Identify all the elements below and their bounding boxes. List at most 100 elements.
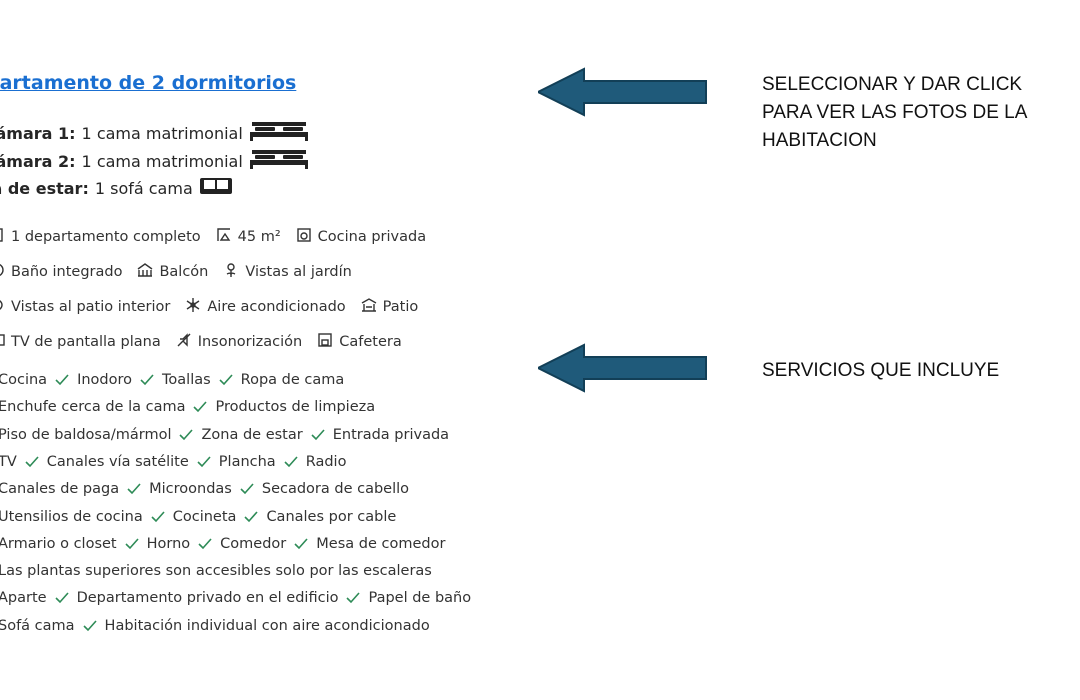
amenity-row: Las plantas superiores son accesibles so… bbox=[0, 563, 432, 579]
facility-item: Baño integrado bbox=[0, 261, 122, 283]
check-icon bbox=[232, 483, 262, 495]
apartment-icon bbox=[0, 226, 11, 248]
amenity-item: Horno bbox=[117, 535, 191, 552]
amenity-label: Canales de paga bbox=[0, 481, 120, 498]
soundproof-icon bbox=[175, 331, 198, 353]
check-icon bbox=[47, 592, 77, 604]
facility-item: Balcón bbox=[136, 261, 208, 283]
select-room-note: SELECCIONAR Y DAR CLICK PARA VER LAS FOT… bbox=[762, 74, 1028, 151]
amenity-item: Productos de limpieza bbox=[185, 399, 375, 415]
facility-item: Cocina privada bbox=[295, 226, 426, 248]
facility-item: 45 m² bbox=[215, 226, 281, 248]
facility-row: TV de pantalla plana Insonorización Cafete… bbox=[0, 331, 416, 353]
amenity-item: Cocineta bbox=[143, 508, 237, 525]
double-bed-icon bbox=[243, 148, 309, 174]
amenity-row: TV Canales vía satélite Plancha Radio bbox=[0, 454, 346, 470]
amenity-label: Aparte bbox=[0, 590, 47, 607]
check-icon bbox=[338, 592, 368, 604]
amenity-item: Canales por cable bbox=[236, 509, 396, 525]
view-icon bbox=[0, 296, 11, 318]
amenity-item: Papel de baño bbox=[338, 590, 471, 606]
facility-label: Insonorización bbox=[197, 334, 303, 350]
facility-label: Cocina privada bbox=[317, 229, 427, 245]
amenity-label: Secadora de cabello bbox=[261, 481, 410, 498]
facility-label: Cafetera bbox=[339, 334, 402, 350]
amenity-item: Radio bbox=[276, 453, 347, 470]
facility-item: 1 departamento completo bbox=[0, 226, 201, 248]
room-label: la de estar: bbox=[0, 178, 89, 198]
facility-item: Vistas al patio interior bbox=[0, 296, 170, 318]
facility-item: TV de pantalla plana bbox=[0, 331, 161, 353]
facility-row: Vistas al patio interior Aire acondiciona… bbox=[0, 296, 432, 318]
amenity-item: Las plantas superiores son accesibles so… bbox=[0, 563, 432, 579]
kitchen-icon bbox=[295, 226, 318, 248]
amenity-item: Habitación individual con aire acondicio… bbox=[75, 618, 430, 634]
bed-configuration-line: cámara 1:1 cama matrimonial bbox=[0, 120, 309, 146]
amenity-item: Canales vía satélite bbox=[17, 454, 189, 470]
room-title-link[interactable]: partamento de 2 dormitorios bbox=[0, 72, 297, 94]
facility-label: Vistas al jardín bbox=[245, 264, 352, 280]
room-label: cámara 1: bbox=[0, 123, 76, 143]
amenity-label: Cocina bbox=[0, 372, 48, 388]
facility-row: 1 departamento completo 45 m² Cocina priva… bbox=[0, 226, 440, 248]
amenity-label: Habitación individual con aire acondicio… bbox=[104, 617, 430, 634]
bed-value: 1 sofá cama bbox=[94, 178, 193, 198]
check-icon bbox=[171, 429, 201, 441]
amenity-label: Piso de baldosa/mármol bbox=[0, 426, 172, 443]
amenity-label: Utensilios de cocina bbox=[0, 508, 143, 525]
check-icon bbox=[189, 456, 219, 468]
facility-label: Balcón bbox=[159, 264, 209, 280]
check-icon bbox=[17, 456, 47, 468]
check-icon bbox=[190, 538, 220, 550]
snowflake-icon bbox=[184, 296, 207, 318]
amenity-item: Zona de estar bbox=[171, 426, 303, 443]
facility-item: Insonorización bbox=[175, 331, 303, 353]
amenity-label: Mesa de comedor bbox=[316, 535, 446, 552]
amenity-item: Canales de paga bbox=[0, 481, 119, 497]
check-icon bbox=[236, 510, 266, 523]
check-icon bbox=[276, 456, 306, 468]
amenity-label: TV bbox=[0, 453, 17, 470]
amenity-label: Las plantas superiores son accesibles so… bbox=[0, 563, 432, 580]
bed-configuration-line: cámara 2:1 cama matrimonial bbox=[0, 148, 309, 174]
tv-icon bbox=[0, 331, 11, 353]
check-icon bbox=[211, 374, 241, 386]
check-icon bbox=[143, 510, 173, 523]
amenity-label: Radio bbox=[305, 453, 347, 470]
amenity-item: Piso de baldosa/mármol bbox=[0, 427, 171, 443]
check-icon bbox=[286, 538, 316, 550]
amenity-item: Comedor bbox=[190, 536, 286, 552]
amenity-label: Plancha bbox=[218, 453, 276, 470]
amenity-item: Microondas bbox=[119, 481, 232, 497]
bed-value: 1 cama matrimonial bbox=[81, 151, 243, 171]
amenity-item: Mesa de comedor bbox=[286, 536, 445, 552]
amenity-item: Inodoro bbox=[47, 372, 132, 388]
facility-label: Aire acondicionado bbox=[207, 299, 346, 315]
amenity-label: Comedor bbox=[220, 535, 287, 552]
amenity-label: Zona de estar bbox=[201, 426, 303, 443]
arrow-left-icon-1 bbox=[538, 67, 707, 117]
facility-item: Cafetera bbox=[316, 331, 402, 353]
amenity-label: Cocineta bbox=[172, 508, 237, 525]
double-bed-icon bbox=[243, 120, 309, 146]
services-note: SERVICIOS QUE INCLUYE bbox=[762, 360, 1000, 381]
flower-icon bbox=[222, 261, 245, 283]
check-icon bbox=[132, 374, 162, 386]
facility-item: Aire acondicionado bbox=[184, 296, 346, 318]
bathroom-icon bbox=[0, 261, 11, 283]
amenity-label: Canales vía satélite bbox=[46, 453, 189, 470]
amenity-label: Inodoro bbox=[77, 372, 133, 388]
check-icon bbox=[117, 538, 147, 550]
amenity-label: Horno bbox=[146, 535, 191, 552]
amenity-item: Plancha bbox=[189, 454, 276, 470]
amenity-label: Canales por cable bbox=[266, 508, 397, 525]
amenity-label: Ropa de cama bbox=[240, 372, 345, 388]
facility-item: Patio bbox=[360, 296, 418, 318]
amenity-label: Departamento privado en el edificio bbox=[76, 590, 339, 607]
amenity-item: Cocina bbox=[0, 372, 47, 388]
